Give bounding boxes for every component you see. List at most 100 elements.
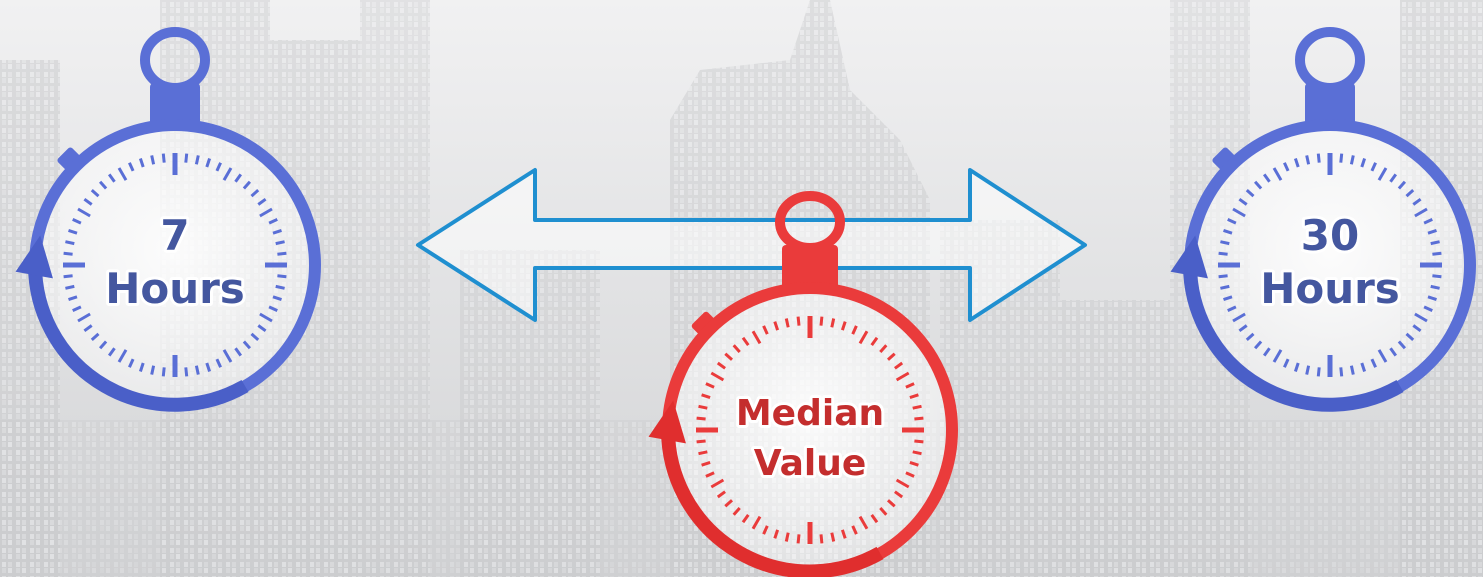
dial-tick (1238, 197, 1248, 206)
dial-tick (1245, 332, 1255, 342)
dial-tick (1360, 158, 1367, 168)
dial-tick (1232, 207, 1246, 218)
dial-tick (242, 180, 252, 190)
dial-tick (912, 404, 922, 410)
dial-tick (68, 228, 78, 235)
dial-tick (161, 367, 166, 377)
dial-tick (1370, 358, 1377, 368)
dial-tick (751, 330, 762, 345)
dial-tick (1238, 324, 1248, 333)
dial-tick (1272, 167, 1283, 181)
dial-tick (1227, 218, 1237, 225)
stopwatch-label-line1: Median (736, 393, 884, 434)
dial-tick (138, 362, 145, 372)
dial-tick (1377, 349, 1388, 363)
dial-tick (696, 439, 706, 444)
dial-tick (1339, 367, 1344, 377)
dial-tick (1283, 358, 1290, 368)
dial-tick (724, 352, 734, 361)
dial-tick (1430, 284, 1440, 290)
dial-tick (194, 155, 200, 165)
dial-tick (698, 404, 708, 410)
dial-tick (72, 305, 82, 312)
dial-tick (914, 439, 924, 444)
dial-tick (1427, 295, 1437, 302)
dial-tick (701, 393, 711, 400)
dial-tick (1370, 162, 1377, 172)
dial-tick (222, 167, 233, 181)
dial-tick (732, 344, 741, 354)
dial-tick (1412, 324, 1422, 333)
dial-tick (215, 358, 222, 368)
dial-tick (895, 478, 910, 489)
dial-tick (98, 340, 108, 350)
dial-tick (222, 349, 233, 363)
dial-tick (870, 336, 879, 346)
dial-tick (107, 347, 116, 357)
dial-tick (259, 312, 273, 323)
dial-tick (1389, 347, 1398, 357)
dial-tick (716, 490, 726, 499)
dial-tick (1423, 218, 1433, 225)
stopwatch-ticks (696, 316, 924, 544)
dial-tick (1423, 305, 1433, 312)
dial-tick (895, 371, 910, 382)
dial-tick (705, 471, 715, 478)
dial-tick (250, 188, 260, 198)
dial-tick (250, 332, 260, 342)
dial-tick (272, 295, 282, 302)
dial-tick (1262, 173, 1271, 183)
dial-tick (909, 460, 919, 467)
dial-tick (762, 525, 769, 535)
dial-tick (830, 318, 836, 328)
dial-tick (1349, 155, 1355, 165)
dial-tick (1253, 340, 1263, 350)
dial-tick (1227, 305, 1237, 312)
dial-tick (905, 471, 915, 478)
dial-tick (773, 321, 780, 331)
dial-tick (724, 499, 734, 508)
dial-tick (894, 490, 904, 499)
stopwatch-label-line2: Hours (1260, 264, 1400, 313)
stopwatch-median-value: Median Value (648, 191, 958, 577)
dial-tick (741, 336, 750, 346)
dial-tick (1414, 207, 1428, 218)
dial-tick (128, 162, 135, 172)
dial-tick (150, 365, 156, 375)
dial-tick (851, 525, 858, 535)
dial-tick (840, 529, 847, 539)
dial-tick (1218, 274, 1228, 279)
dial-tick (1283, 162, 1290, 172)
stopwatch-ticks (1218, 153, 1442, 377)
dial-tick (83, 197, 93, 206)
dial-tick (1316, 153, 1321, 163)
dial-tick (1389, 173, 1398, 183)
dial-tick (65, 284, 75, 290)
dial-tick (1405, 332, 1415, 342)
dial-tick (1220, 240, 1230, 246)
dial-tick (1293, 158, 1300, 168)
dial-tick (840, 321, 847, 331)
dial-tick (184, 153, 189, 163)
dial-tick (912, 450, 922, 456)
dial-tick (90, 332, 100, 342)
dial-tick (161, 153, 166, 163)
dial-tick (1412, 197, 1422, 206)
dial-tick (83, 324, 93, 333)
dial-tick (905, 382, 915, 389)
dial-tick (851, 325, 858, 335)
dial-tick (1305, 155, 1311, 165)
dial-tick (819, 316, 824, 326)
stopwatch-crown-icon (140, 27, 210, 125)
dial-tick (879, 344, 888, 354)
dial-tick (1397, 180, 1407, 190)
stopwatch-label-line2: Hours (105, 264, 245, 313)
dial-tick (277, 274, 287, 279)
dial-tick (784, 318, 790, 328)
dial-tick (257, 324, 267, 333)
dial-tick (879, 506, 888, 516)
dial-tick (870, 514, 879, 524)
dial-tick (830, 532, 836, 542)
dial-tick (710, 478, 725, 489)
